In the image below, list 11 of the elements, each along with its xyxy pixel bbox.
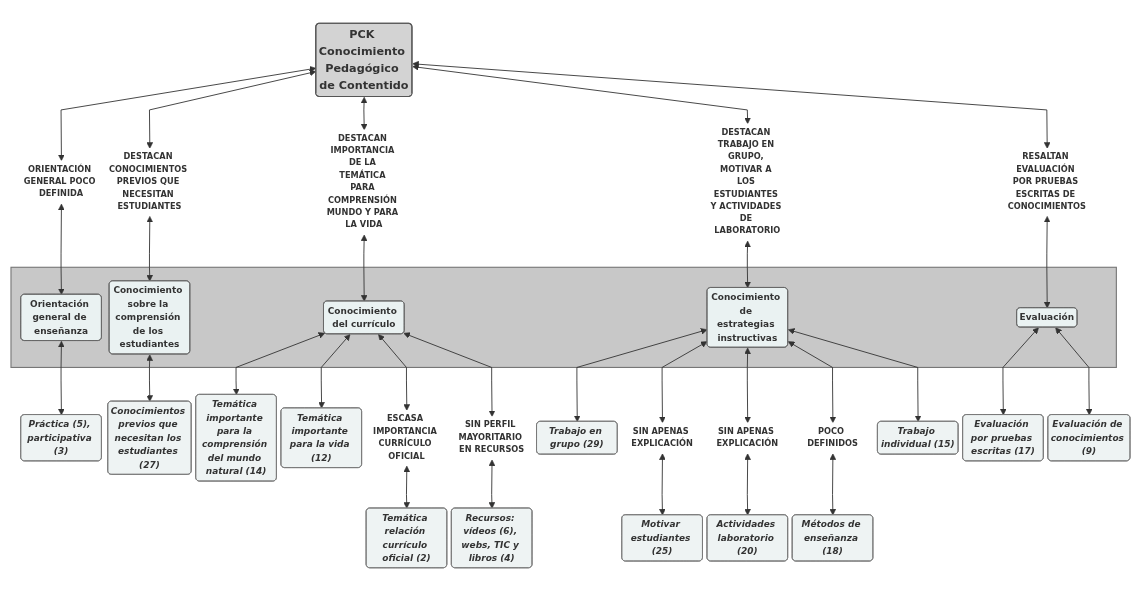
node-text: SIN APENAS EXPLICACIÓN — [716, 426, 779, 449]
node-text: ORIENTACIÓN GENERAL POCO DEFINIDA — [23, 164, 96, 199]
node-text: DESTACAN CONOCIMIENTOS PREVIOS QUE NECESITAN ESTUDIANTES — [108, 151, 188, 211]
cluster — [10, 266, 1117, 368]
node-text: DESTACAN TRABAJO EN GRUPO, MOTIVAR A LOS ESTUDIANTES Y ACTIVIDADES DE LABORATORIO — [710, 127, 782, 236]
node-text: RESALTAN EVALUACIÓN POR PRUEBAS ESCRITAS DE CONOCIMIENTOS — [1007, 151, 1086, 211]
node-text: SIN PERFIL MAYORITARIO EN RECURSOS — [458, 419, 525, 455]
node-text: SIN APENAS EXPLICACIÓN — [631, 426, 693, 449]
node-text: POCO DEFINIDOS — [807, 426, 858, 449]
node-text: DESTACAN IMPORTANCIA DE LA TEMÁTICA PARA COMPRENSIÓN MUNDO Y PARA LA VIDA — [326, 133, 399, 230]
node-text: ESCASA IMPORTANCIA CURRÍCULO OFICIAL — [373, 413, 437, 461]
